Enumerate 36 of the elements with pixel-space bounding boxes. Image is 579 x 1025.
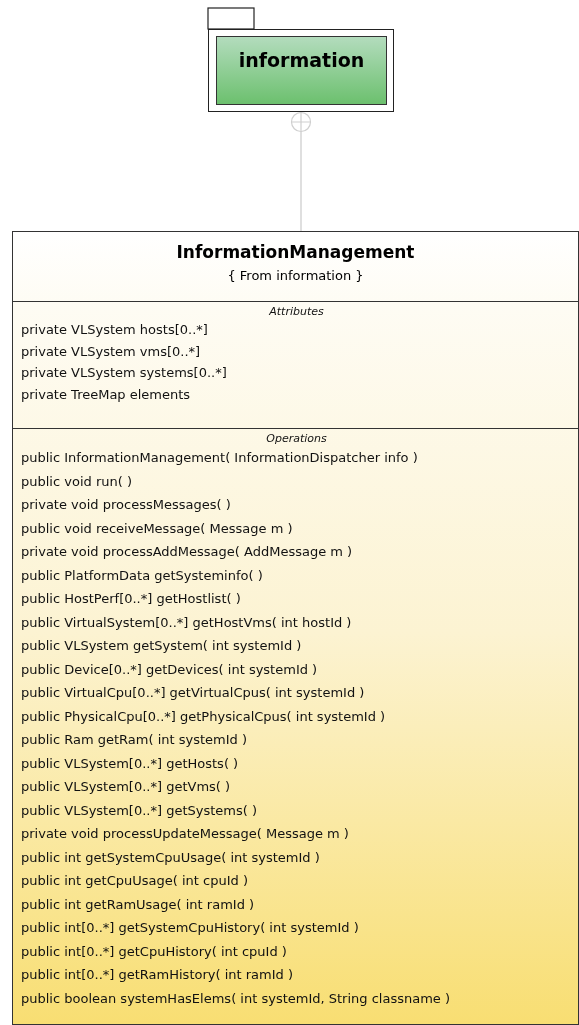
operation-text: public PhysicalCpu[0..*] getPhysicalCpus( int systemId ) — [20, 707, 387, 726]
operation-text: public int getCpuUsage( int cpuId ) — [20, 872, 249, 890]
operation-text: public PlatformData getSysteminfo( ) — [20, 566, 264, 585]
operation-text: public boolean systemHasElems( int systemId, String classname ) — [20, 989, 452, 1008]
operation-text: private void processUpdateMessage( Message m ) — [20, 825, 350, 843]
operation-text: public int[0..*] getSystemCpuHistory( int systemId ) — [20, 919, 360, 937]
operation-text: public void run( ) — [20, 472, 133, 491]
operation-text: public int[0..*] getRamHistory( int ramId ) — [20, 966, 295, 984]
compartment-heading: Operations — [265, 432, 328, 446]
attribute-text: private VLSystem systems[0..*] — [20, 364, 228, 382]
containment-connector — [290, 111, 312, 232]
class-name: InformationManagement — [175, 242, 416, 262]
package-name: information — [237, 49, 366, 71]
operation-text: public VLSystem getSystem( int systemId ) — [20, 637, 303, 655]
operation-text: public VLSystem[0..*] getSystems( ) — [20, 801, 259, 820]
operation-text: public VLSystem[0..*] getVms( ) — [20, 778, 232, 796]
attribute-text: private VLSystem hosts[0..*] — [20, 321, 209, 339]
operation-text: private void processMessages( ) — [20, 496, 232, 514]
compartment-heading: Attributes — [268, 305, 325, 319]
operation-text: public Device[0..*] getDevices( int systemId ) — [20, 660, 319, 679]
operation-text: public int getSystemCpuUsage( int systemId ) — [20, 848, 321, 867]
operation-text: public HostPerf[0..*] getHostlist( ) — [20, 590, 242, 608]
operation-text: public VirtualCpu[0..*] getVirtualCpus( int systemId ) — [20, 684, 366, 702]
operation-text: public int[0..*] getCpuHistory( int cpuId ) — [20, 942, 288, 961]
operation-text: private void processAddMessage( AddMessage m ) — [20, 543, 354, 561]
operation-text: public VirtualSystem[0..*] getHostVms( int hostId ) — [20, 613, 353, 632]
attribute-text: private VLSystem vms[0..*] — [20, 342, 202, 361]
operation-text: public void receiveMessage( Message m ) — [20, 519, 294, 538]
class-box — [12, 231, 579, 1025]
operation-text: public int getRamUsage( int ramId ) — [20, 895, 256, 914]
operation-text: public InformationManagement( InformationDispatcher info ) — [20, 449, 419, 467]
operation-text: public Ram getRam( int systemId ) — [20, 731, 249, 749]
stereotype-label: { From information } — [226, 268, 365, 283]
operation-text: public VLSystem[0..*] getHosts( ) — [20, 754, 240, 773]
attribute-text: private TreeMap elements — [20, 385, 192, 404]
package-box — [208, 29, 394, 112]
